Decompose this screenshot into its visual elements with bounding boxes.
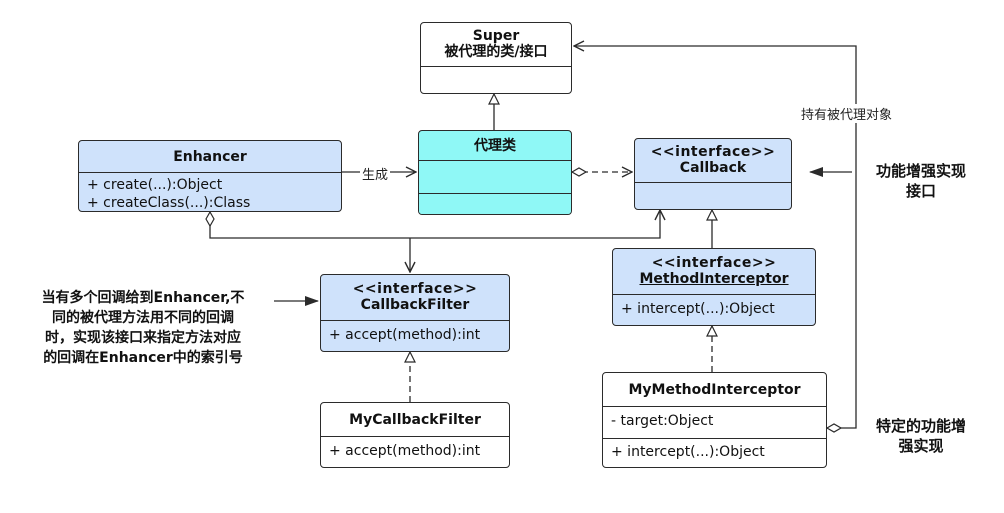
callback-interface-title: <<interface>> Callback <box>635 139 791 183</box>
enhancer-method: + create(...):Object <box>87 177 223 193</box>
filter-note: 当有多个回调给到Enhancer,不 同的被代理方法用不同的回调 时，实现该接口… <box>14 288 272 368</box>
method-interceptor-stereotype: <<interface>> <box>651 255 777 271</box>
my-method-interceptor-field: - target:Object <box>611 413 714 429</box>
proxy-fields <box>419 161 571 193</box>
callback-note-line: 功能增强实现 <box>875 162 966 180</box>
my-callback-filter-title: MyCallbackFilter <box>321 403 509 437</box>
super-class-box[interactable]: Super 被代理的类/接口 <box>420 22 572 94</box>
filter-note-line: 当有多个回调给到Enhancer,不 <box>41 290 245 306</box>
method-interceptor-name: MethodInterceptor <box>639 271 789 287</box>
my-callback-filter-methods: + accept(method):int <box>321 437 509 463</box>
method-interceptor-title: <<interface>> MethodInterceptor <box>613 249 815 295</box>
proxy-class-title: 代理类 <box>419 131 571 161</box>
impl-note-line: 强实现 <box>898 437 944 455</box>
super-body <box>421 67 571 73</box>
my-method-interceptor-name: MyMethodInterceptor <box>628 382 801 398</box>
my-callback-filter-method: + accept(method):int <box>329 443 481 459</box>
callback-interface-box[interactable]: <<interface>> Callback <box>634 138 792 210</box>
filter-note-line: 的回调在Enhancer中的索引号 <box>43 350 243 366</box>
my-method-interceptor-class-box[interactable]: MyMethodInterceptor - target:Object + in… <box>602 372 827 468</box>
my-method-interceptor-method: + intercept(...):Object <box>611 444 765 460</box>
my-method-interceptor-title: MyMethodInterceptor <box>603 373 826 407</box>
method-interceptor-methods: + intercept(...):Object <box>613 295 815 321</box>
my-method-interceptor-methods: + intercept(...):Object <box>603 438 826 464</box>
callback-note-line: 接口 <box>905 182 936 200</box>
callback-filter-stereotype: <<interface>> <box>352 281 478 297</box>
enhancer-class-box[interactable]: Enhancer + create(...):Object + createCl… <box>78 140 342 212</box>
callback-filter-title: <<interface>> CallbackFilter <box>321 275 509 321</box>
enhancer-name: Enhancer <box>173 149 247 165</box>
super-class-title: Super 被代理的类/接口 <box>421 23 571 67</box>
my-callback-filter-name: MyCallbackFilter <box>349 412 481 428</box>
callback-filter-name: CallbackFilter <box>360 297 470 313</box>
callback-note: 功能增强实现 接口 <box>862 161 980 201</box>
generate-label: 生成 <box>360 164 391 183</box>
callback-stereotype: <<interface>> <box>650 144 776 160</box>
my-callback-filter-class-box[interactable]: MyCallbackFilter + accept(method):int <box>320 402 510 468</box>
callback-filter-method: + accept(method):int <box>329 327 481 343</box>
proxy-name: 代理类 <box>474 138 516 154</box>
method-interceptor-method: + intercept(...):Object <box>621 301 775 317</box>
proxy-methods <box>419 193 571 214</box>
edge-holds-super <box>574 46 857 428</box>
enhancer-methods: + create(...):Object + createClass(...):… <box>79 173 341 211</box>
impl-note: 特定的功能增 强实现 <box>866 416 976 456</box>
filter-note-line: 时，实现该接口来指定方法对应 <box>45 330 241 346</box>
my-method-interceptor-fields: - target:Object <box>603 407 826 438</box>
method-interceptor-interface-box[interactable]: <<interface>> MethodInterceptor + interc… <box>612 248 816 326</box>
callback-filter-methods: + accept(method):int <box>321 321 509 347</box>
filter-note-line: 同的被代理方法用不同的回调 <box>52 310 234 326</box>
hold-label: 持有被代理对象 <box>798 104 896 123</box>
super-desc: 被代理的类/接口 <box>444 44 548 60</box>
callback-body <box>635 183 791 189</box>
callback-name: Callback <box>679 160 747 176</box>
super-name: Super <box>472 28 520 44</box>
enhancer-method: + createClass(...):Class <box>87 195 251 211</box>
enhancer-class-title: Enhancer <box>79 141 341 173</box>
proxy-class-box[interactable]: 代理类 <box>418 130 572 215</box>
impl-note-line: 特定的功能增 <box>875 417 966 435</box>
callback-filter-interface-box[interactable]: <<interface>> CallbackFilter + accept(me… <box>320 274 510 352</box>
